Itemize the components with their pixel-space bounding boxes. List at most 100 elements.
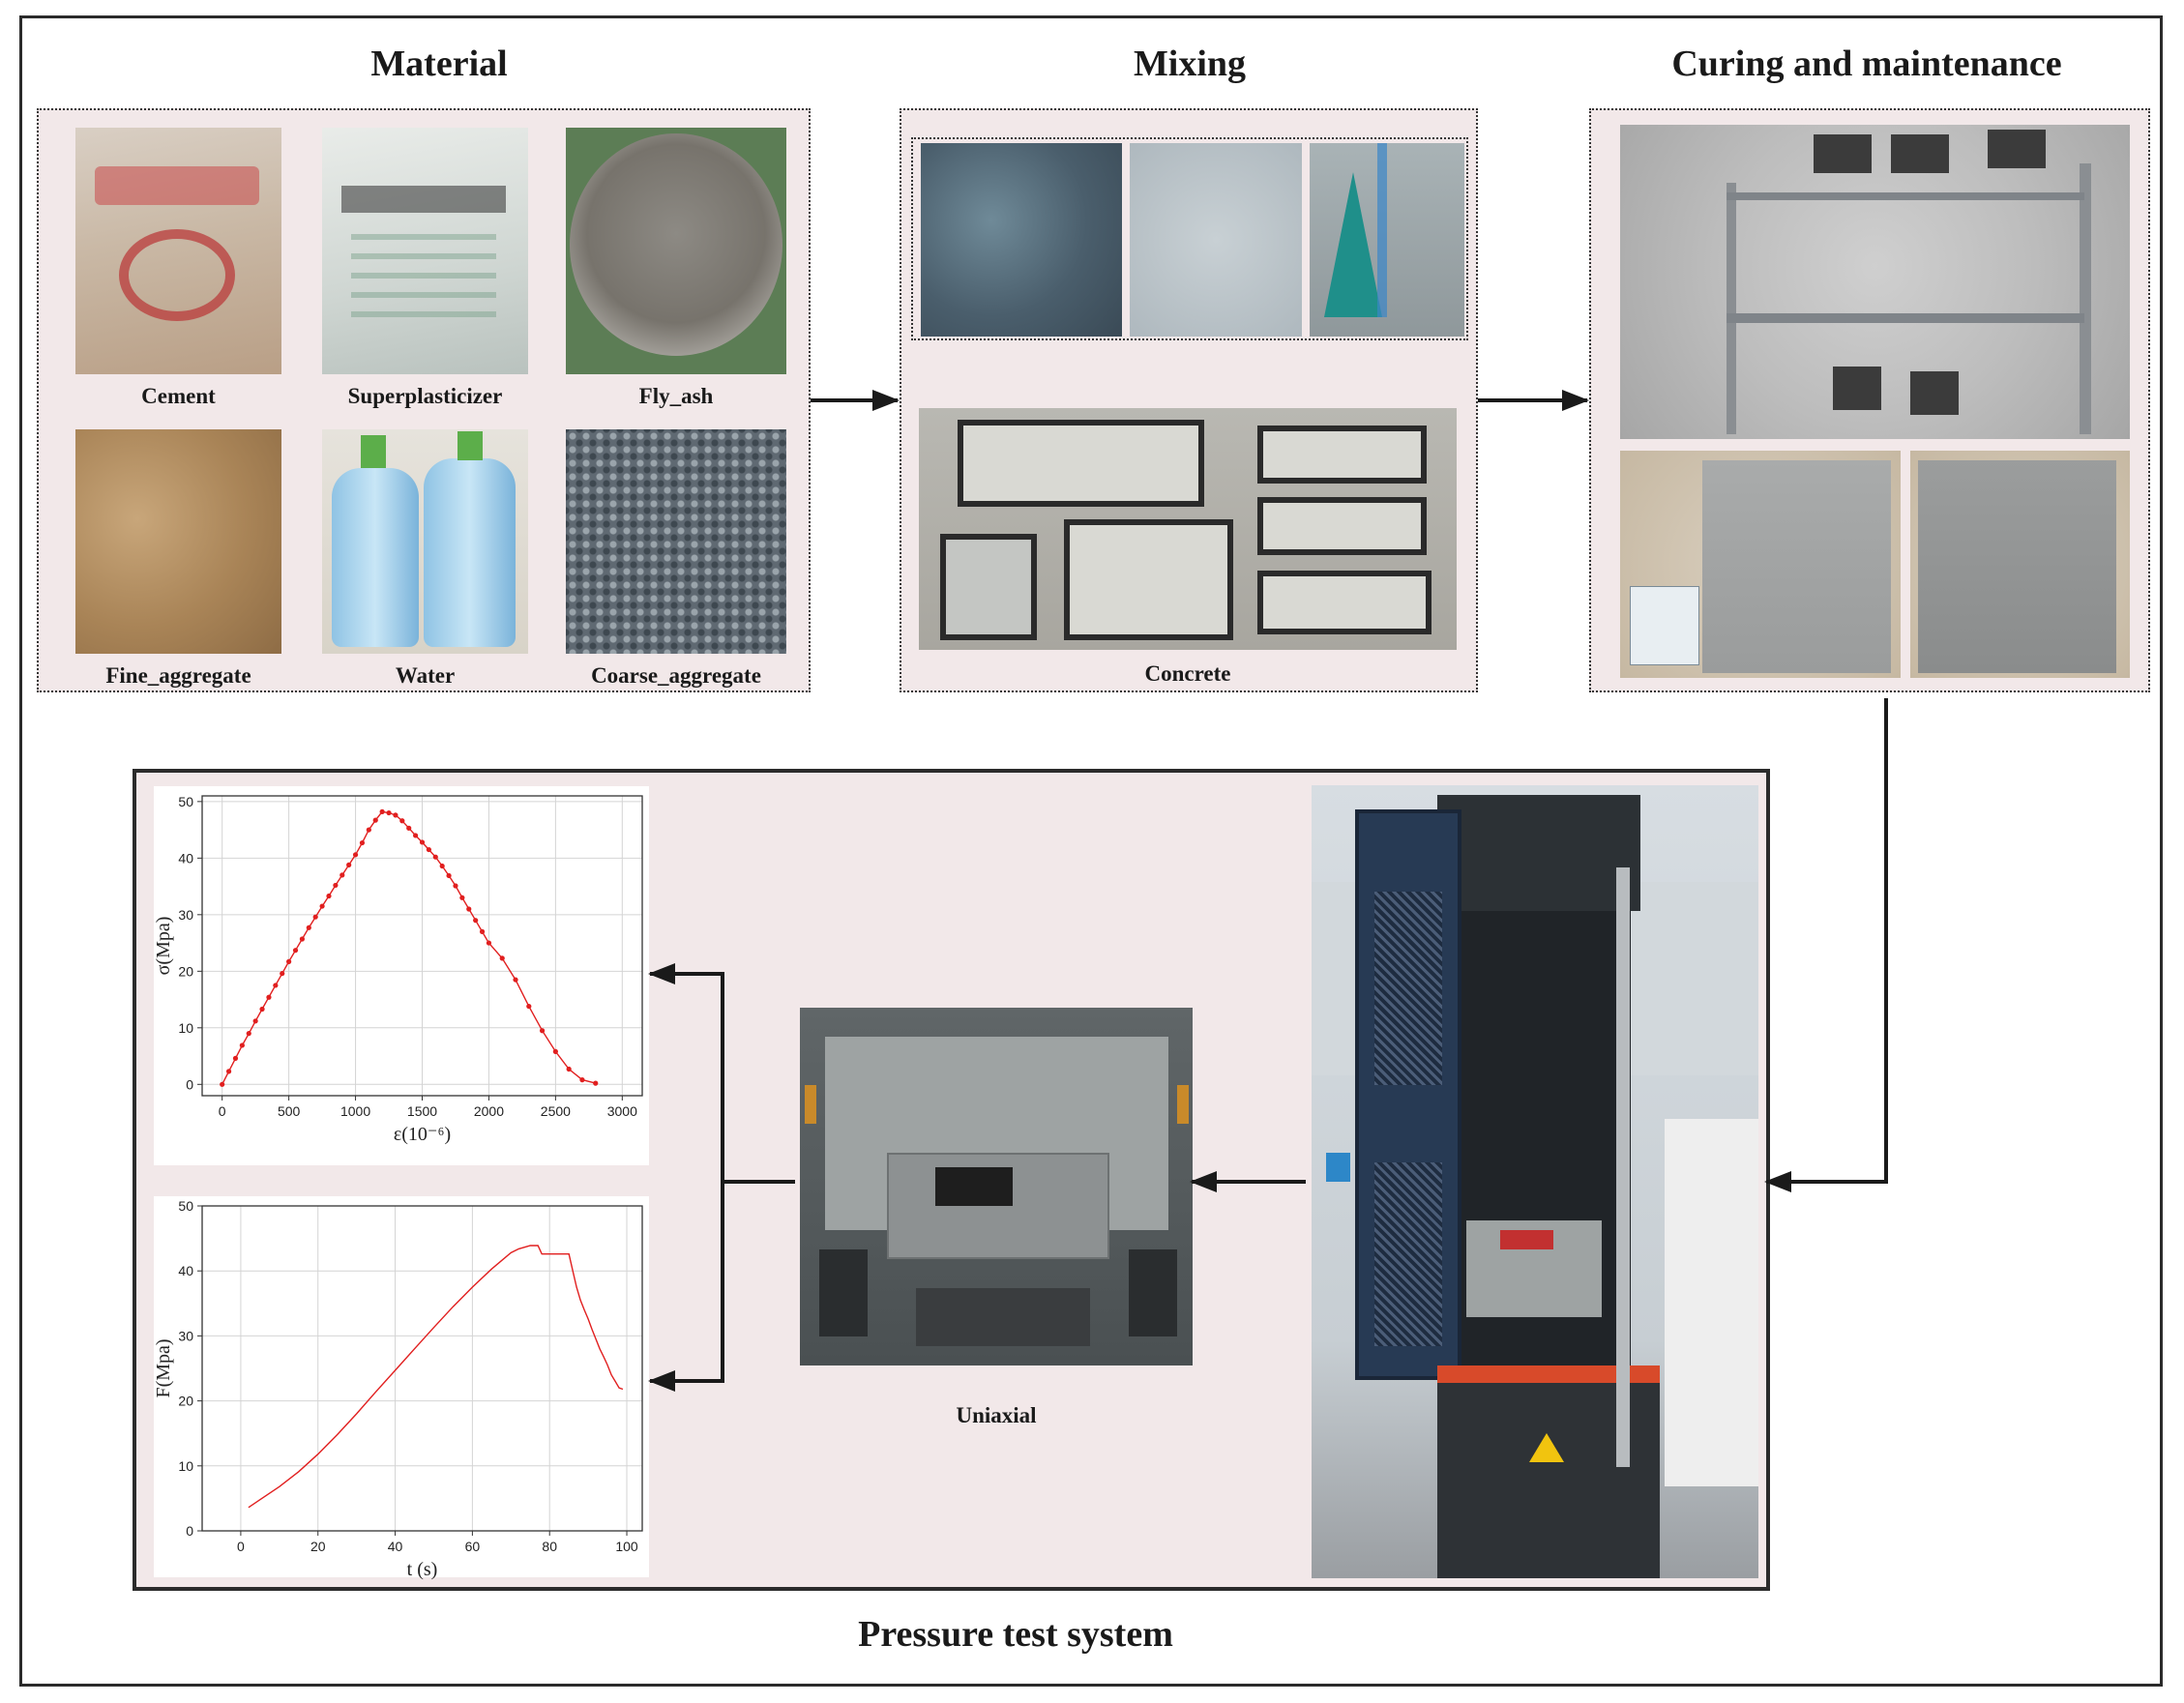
y-axis-label: F(Mpa) [153, 1338, 174, 1397]
stage-title-material: Material [370, 44, 508, 84]
data-point [280, 971, 285, 977]
superplasticizer-photo [322, 128, 528, 374]
data-point [379, 808, 385, 814]
data-point [366, 827, 371, 833]
fine-aggregate-photo [75, 429, 281, 654]
series-line [221, 810, 596, 1085]
curing-panel [1589, 108, 2150, 692]
dry-mix-photo [1130, 143, 1302, 337]
concrete-caption: Concrete [1144, 661, 1231, 686]
data-point [406, 825, 412, 831]
fresh-concrete-photo [921, 143, 1122, 337]
data-point [439, 863, 445, 869]
plot-frame [201, 1205, 643, 1532]
data-point [426, 846, 431, 853]
data-point [446, 872, 452, 879]
x-tick-label: 0 [237, 1539, 245, 1554]
data-point [266, 994, 272, 1000]
cement-caption: Cement [141, 384, 216, 408]
data-point [539, 1028, 546, 1034]
x-tick-label: 2000 [474, 1103, 504, 1119]
x-tick-label: 500 [278, 1103, 301, 1119]
y-tick-label: 50 [178, 794, 193, 809]
x-axis-label: ε(10⁻⁶) [394, 1124, 451, 1145]
y-tick-label: 30 [178, 1328, 193, 1343]
y-axis-label: σ(Mpa) [153, 917, 174, 976]
y-tick-label: 30 [178, 907, 193, 923]
y-tick-label: 50 [178, 1198, 193, 1214]
uniaxial-caption: Uniaxial [956, 1403, 1037, 1427]
x-tick-label: 60 [465, 1539, 481, 1554]
series-line [248, 1245, 624, 1509]
data-point [286, 958, 292, 964]
data-point [526, 1003, 532, 1010]
data-point [593, 1080, 599, 1086]
data-point [453, 883, 458, 889]
data-point [499, 955, 505, 961]
y-tick-label: 0 [186, 1076, 193, 1092]
testing-machine-photo [1312, 785, 1758, 1578]
data-point [292, 948, 299, 954]
y-tick-label: 20 [178, 1394, 193, 1409]
slump-test-photo [1310, 143, 1464, 337]
data-point [399, 818, 405, 824]
superplasticizer-caption: Superplasticizer [347, 384, 503, 408]
diagram-frame [19, 15, 2163, 1687]
data-point [479, 928, 486, 934]
data-point [413, 833, 419, 838]
water-caption: Water [395, 663, 456, 688]
x-tick-label: 1000 [340, 1103, 370, 1119]
y-tick-label: 10 [178, 1458, 193, 1474]
data-point [273, 983, 279, 988]
fly-ash-caption: Fly_ash [638, 384, 714, 408]
y-tick-label: 10 [178, 1020, 193, 1036]
data-point [579, 1077, 585, 1083]
fresh-mix-group [911, 137, 1468, 340]
data-point [259, 1006, 265, 1013]
uniaxial-fixture-photo [800, 1008, 1193, 1365]
data-point [225, 1069, 232, 1074]
y-tick-label: 0 [186, 1523, 193, 1539]
data-point [473, 918, 479, 924]
data-point [513, 977, 518, 983]
y-tick-label: 20 [178, 963, 193, 979]
material-panel: Cement Superplasticizer Fly_ash Fine_agg… [37, 108, 811, 692]
data-point [386, 809, 392, 816]
data-point [372, 817, 378, 823]
stage-title-mixing: Mixing [1133, 44, 1247, 84]
fine-aggregate-caption: Fine_aggregate [105, 663, 251, 688]
x-tick-label: 2500 [541, 1103, 571, 1119]
cured-specimen-photo [1910, 451, 2130, 678]
data-point [346, 862, 352, 867]
data-point [239, 1042, 245, 1048]
data-point [246, 1031, 251, 1037]
data-point [220, 1081, 225, 1087]
pressure-test-system-title: Pressure test system [858, 1614, 1173, 1655]
data-point [359, 839, 366, 846]
x-axis-label: t (s) [407, 1559, 438, 1580]
coarse-aggregate-photo [566, 429, 786, 654]
data-point [252, 1018, 258, 1024]
data-point [566, 1066, 572, 1072]
stage-title-curing: Curing and maintenance [1671, 44, 2062, 84]
data-point [352, 852, 359, 858]
x-tick-label: 40 [388, 1539, 403, 1554]
cement-photo [75, 128, 281, 374]
x-tick-label: 3000 [607, 1103, 637, 1119]
water-photo [322, 429, 528, 654]
x-tick-label: 1500 [407, 1103, 437, 1119]
data-point [319, 903, 325, 909]
data-point [466, 906, 472, 912]
data-point [312, 914, 318, 920]
data-point [232, 1055, 239, 1061]
data-point [419, 839, 426, 845]
data-point [326, 893, 332, 899]
data-point [299, 936, 306, 942]
data-point [486, 940, 492, 946]
y-tick-label: 40 [178, 850, 193, 866]
x-tick-label: 100 [615, 1539, 638, 1554]
